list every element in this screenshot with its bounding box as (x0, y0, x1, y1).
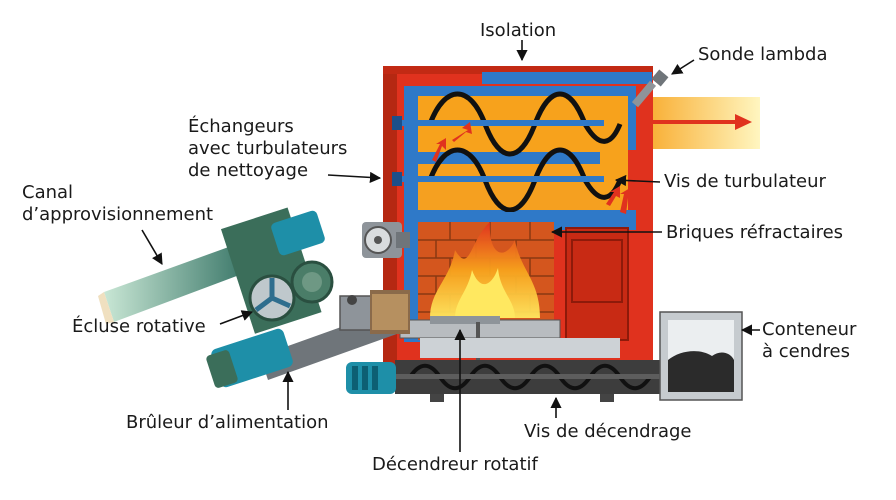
label-vis-turbulateur: Vis de turbulateur (664, 171, 826, 192)
label-decendreur: Décendreur rotatif (372, 454, 538, 475)
turbulator-rods (392, 116, 604, 186)
label-conteneur: Conteneur à cendres (762, 319, 857, 362)
label-sonde-lambda: Sonde lambda (698, 44, 828, 65)
label-bruleur: Brûleur d’alimentation (126, 412, 329, 433)
valve-motor (271, 210, 325, 256)
label-canal: Canal d’approvisionnement (22, 182, 214, 225)
flow-arrows (432, 122, 632, 214)
ash-container (659, 311, 743, 401)
flames (430, 222, 540, 318)
feed-canal (98, 240, 258, 324)
ash-auger (395, 360, 695, 402)
boiler-door (565, 227, 629, 341)
lambda-probe (631, 69, 669, 108)
burner-motor (206, 328, 293, 388)
combustion-fan (362, 222, 410, 258)
leader-lines (141, 40, 760, 452)
label-vis-decendrage: Vis de décendrage (524, 421, 692, 442)
label-briques: Briques réfractaires (666, 222, 844, 243)
insulation-bar (482, 72, 652, 84)
feed-burner (260, 290, 410, 380)
label-ecluse: Écluse rotative (72, 316, 206, 337)
label-echangeurs: Échangeurs avec turbulateurs de nettoyag… (188, 116, 348, 181)
grate (399, 316, 620, 362)
label-isolation: Isolation (480, 20, 557, 41)
auger-motor (346, 362, 396, 394)
